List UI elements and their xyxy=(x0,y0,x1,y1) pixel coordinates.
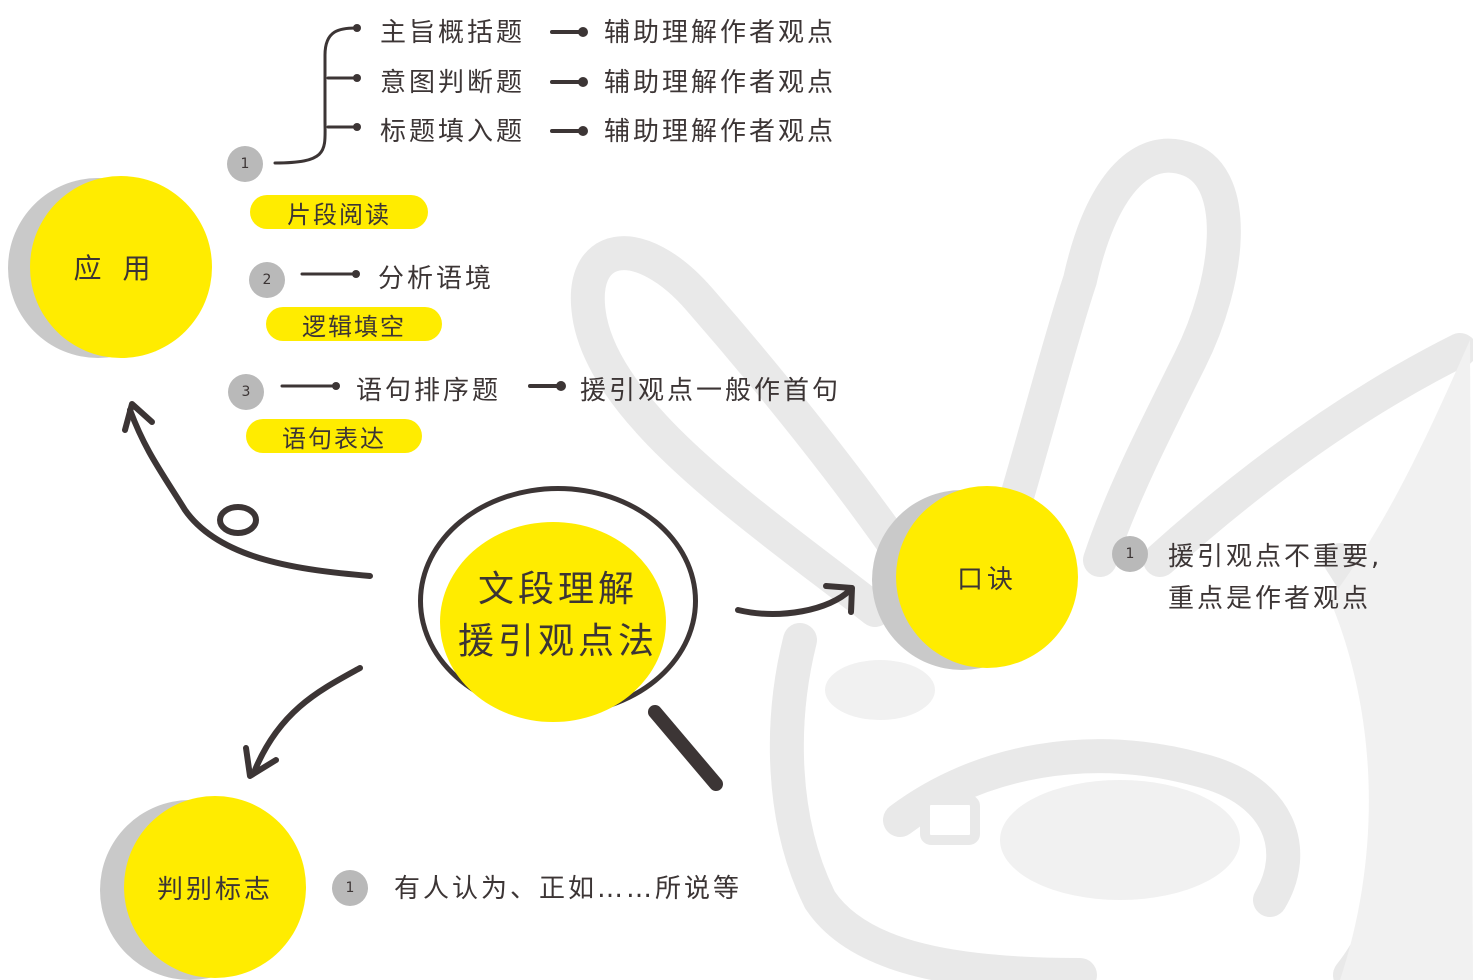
branch-1-item-3-type: 标题填入题 xyxy=(380,117,526,147)
branch-1-bracket xyxy=(273,26,358,165)
branch-1-category: 片段阅读 xyxy=(250,195,428,229)
center-circle xyxy=(440,522,666,722)
center-topic: 文段理解 援引观点法 xyxy=(418,486,698,722)
branch-1-item-1-tip: 辅助理解作者观点 xyxy=(604,18,837,48)
markers-node: 判别标志 xyxy=(100,796,310,980)
formula-node: 口诀 xyxy=(872,486,1082,670)
formula-number: 1 xyxy=(1112,536,1148,572)
formula-circle xyxy=(896,486,1078,668)
branch-3-tip: 援引观点一般作首句 xyxy=(580,376,842,406)
markers-text: 有人认为、正如……所说等 xyxy=(394,874,743,904)
center-title: 文段理解 援引观点法 xyxy=(438,556,678,676)
center-title-line2: 援引观点法 xyxy=(457,621,658,662)
arrow-to-formula xyxy=(735,587,853,617)
center-title-line1: 文段理解 xyxy=(477,569,638,610)
application-title: 应 用 xyxy=(73,252,157,285)
application-node: 应 用 xyxy=(8,176,213,361)
branch-2-number: 2 xyxy=(249,262,285,298)
branch-3-number: 3 xyxy=(228,374,264,410)
branch-1-item-3-tip: 辅助理解作者观点 xyxy=(604,117,837,147)
arrow-to-markers xyxy=(252,665,363,773)
branch-2-category: 逻辑填空 xyxy=(266,307,442,341)
markers-number: 1 xyxy=(332,870,368,906)
formula-line1: 援引观点不重要, xyxy=(1168,542,1383,572)
arrow-to-application xyxy=(127,407,373,579)
branch-1-item-2-tip: 辅助理解作者观点 xyxy=(604,68,837,98)
branch-3-item: 语句排序题 xyxy=(356,376,502,406)
branch-2-item: 分析语境 xyxy=(378,264,495,294)
formula-title: 口诀 xyxy=(956,564,1017,595)
branch-3-category: 语句表达 xyxy=(246,419,422,453)
branch-1-item-1-type: 主旨概括题 xyxy=(380,18,526,48)
magnifier-handle xyxy=(648,705,723,791)
formula-line2: 重点是作者观点 xyxy=(1168,584,1372,614)
markers-circle xyxy=(124,796,306,978)
application-circle xyxy=(30,176,212,358)
branch-1-item-2-type: 意图判断题 xyxy=(380,68,526,98)
branch-1-number: 1 xyxy=(227,146,263,182)
markers-title: 判别标志 xyxy=(156,874,273,905)
